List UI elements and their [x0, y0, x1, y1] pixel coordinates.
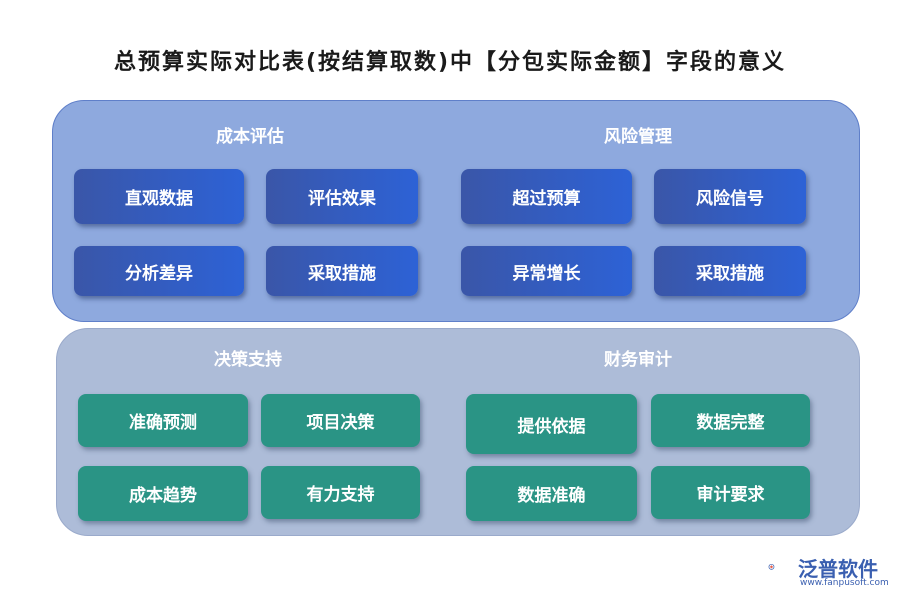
group-title-risk: 风险管理 — [604, 127, 672, 147]
box-audit-3: 数据准确 — [466, 466, 637, 521]
box-risk-4: 采取措施 — [654, 246, 806, 296]
box-audit-2: 数据完整 — [651, 394, 810, 447]
box-risk-3: 异常增长 — [461, 246, 632, 296]
group-title-cost: 成本评估 — [216, 127, 284, 147]
box-decision-1: 准确预测 — [78, 394, 248, 447]
group-title-decision: 决策支持 — [214, 350, 282, 370]
box-audit-1: 提供依据 — [466, 394, 637, 454]
group-title-audit: 财务审计 — [604, 350, 672, 370]
diagram-title: 总预算实际对比表(按结算取数)中【分包实际金额】字段的意义 — [113, 50, 787, 75]
box-risk-1: 超过预算 — [461, 169, 632, 224]
box-cost-4: 采取措施 — [266, 246, 418, 296]
box-cost-3: 分析差异 — [74, 246, 244, 296]
box-decision-2: 项目决策 — [261, 394, 420, 447]
box-cost-1: 直观数据 — [74, 169, 244, 224]
box-decision-3: 成本趋势 — [78, 466, 248, 521]
brand-logo-icon — [768, 563, 775, 570]
box-cost-2: 评估效果 — [266, 169, 418, 224]
box-risk-2: 风险信号 — [654, 169, 806, 224]
box-decision-4: 有力支持 — [261, 466, 420, 519]
brand-logo-url: www.fanpusoft.com — [800, 578, 889, 588]
brand-logo-name: 泛普软件 — [798, 557, 878, 581]
box-audit-4: 审计要求 — [651, 466, 810, 519]
